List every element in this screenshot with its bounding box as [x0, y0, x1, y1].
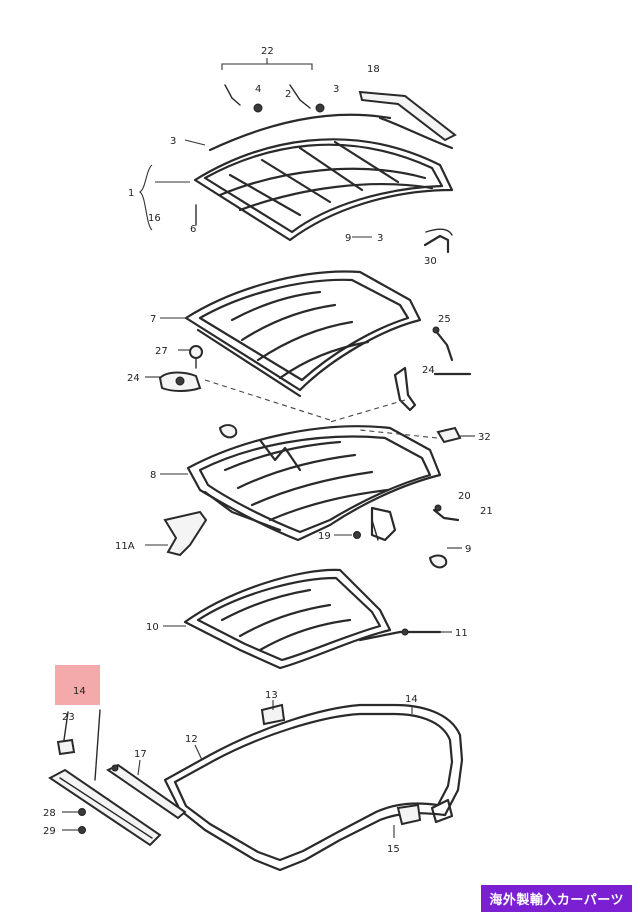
callout-24-b: 24 [422, 365, 435, 376]
leader-17 [137, 759, 141, 776]
callout-2: 2 [285, 89, 291, 100]
callout-11a: 11A [115, 541, 135, 552]
callout-6: 6 [190, 224, 196, 235]
callout-4: 4 [255, 84, 261, 95]
callout-30: 30 [424, 256, 437, 267]
callout-27: 27 [155, 346, 168, 357]
leader-3a [184, 139, 206, 146]
dashed-guide-2 [329, 399, 406, 423]
callout-14-right: 14 [405, 694, 418, 705]
callout-15: 15 [387, 844, 400, 855]
callout-32: 32 [478, 432, 491, 443]
callout-19: 19 [318, 531, 331, 542]
callout-29: 29 [43, 826, 56, 837]
callout-9-top: 9 [345, 233, 351, 244]
shop-badge: 海外製輸入カーパーツ [481, 885, 632, 912]
callout-13-top: 13 [265, 690, 278, 701]
callout-23: 23 [62, 712, 75, 723]
hardware-27-26 [158, 345, 203, 392]
callout-8: 8 [150, 470, 156, 481]
callout-3-right: 3 [377, 233, 383, 244]
trim-strip [48, 711, 162, 847]
callout-10: 10 [146, 622, 159, 633]
callout-7: 7 [150, 314, 156, 325]
callout-20: 20 [458, 491, 471, 502]
callout-16: 16 [148, 213, 161, 224]
roof-seal-12 [163, 703, 464, 872]
callout-1: 1 [128, 188, 134, 199]
roof-frame-top [193, 84, 457, 254]
roof-mechanism-8 [163, 424, 462, 569]
callout-17: 17 [134, 749, 147, 760]
leader-12 [194, 744, 203, 761]
callout-11: 11 [455, 628, 468, 639]
callout-24-a: 24 [127, 373, 140, 384]
callout-12: 12 [185, 734, 198, 745]
rail-17 [94, 709, 187, 820]
bracket-1-16 [139, 164, 153, 231]
roof-panel-7 [184, 270, 422, 398]
callout-21: 21 [480, 506, 493, 517]
callout-14-highlight: 14 [73, 686, 86, 697]
bracket-22 [221, 58, 313, 70]
callout-22: 22 [261, 46, 274, 57]
callout-25: 25 [438, 314, 451, 325]
callout-3-top: 3 [333, 84, 339, 95]
dashed-guide-3 [359, 429, 438, 439]
callout-9-mid: 9 [465, 544, 471, 555]
callout-18: 18 [367, 64, 380, 75]
callout-3-left: 3 [170, 136, 176, 147]
hardware-25-24 [393, 326, 472, 412]
roof-panel-10 [183, 568, 442, 670]
highlight-box-14 [55, 665, 100, 705]
dashed-guide-1 [204, 379, 331, 421]
callout-28: 28 [43, 808, 56, 819]
